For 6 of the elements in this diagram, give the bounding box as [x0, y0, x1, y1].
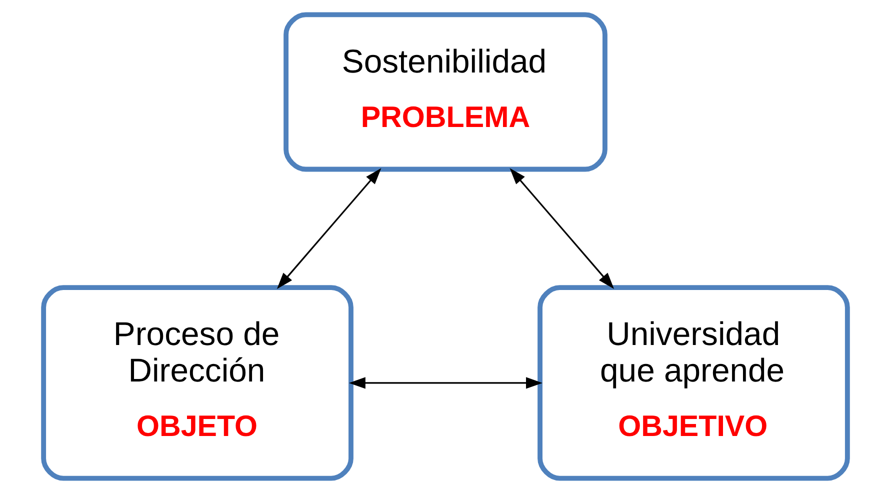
node-box: Sostenibilidad PROBLEMA: [284, 12, 608, 172]
node-box: Proceso de Dirección OBJETO: [41, 285, 354, 481]
node-box: Universidad que aprende OBJETIVO: [538, 285, 850, 481]
arrow: [510, 168, 614, 289]
arrow: [348, 377, 542, 389]
arrow: [276, 168, 382, 289]
